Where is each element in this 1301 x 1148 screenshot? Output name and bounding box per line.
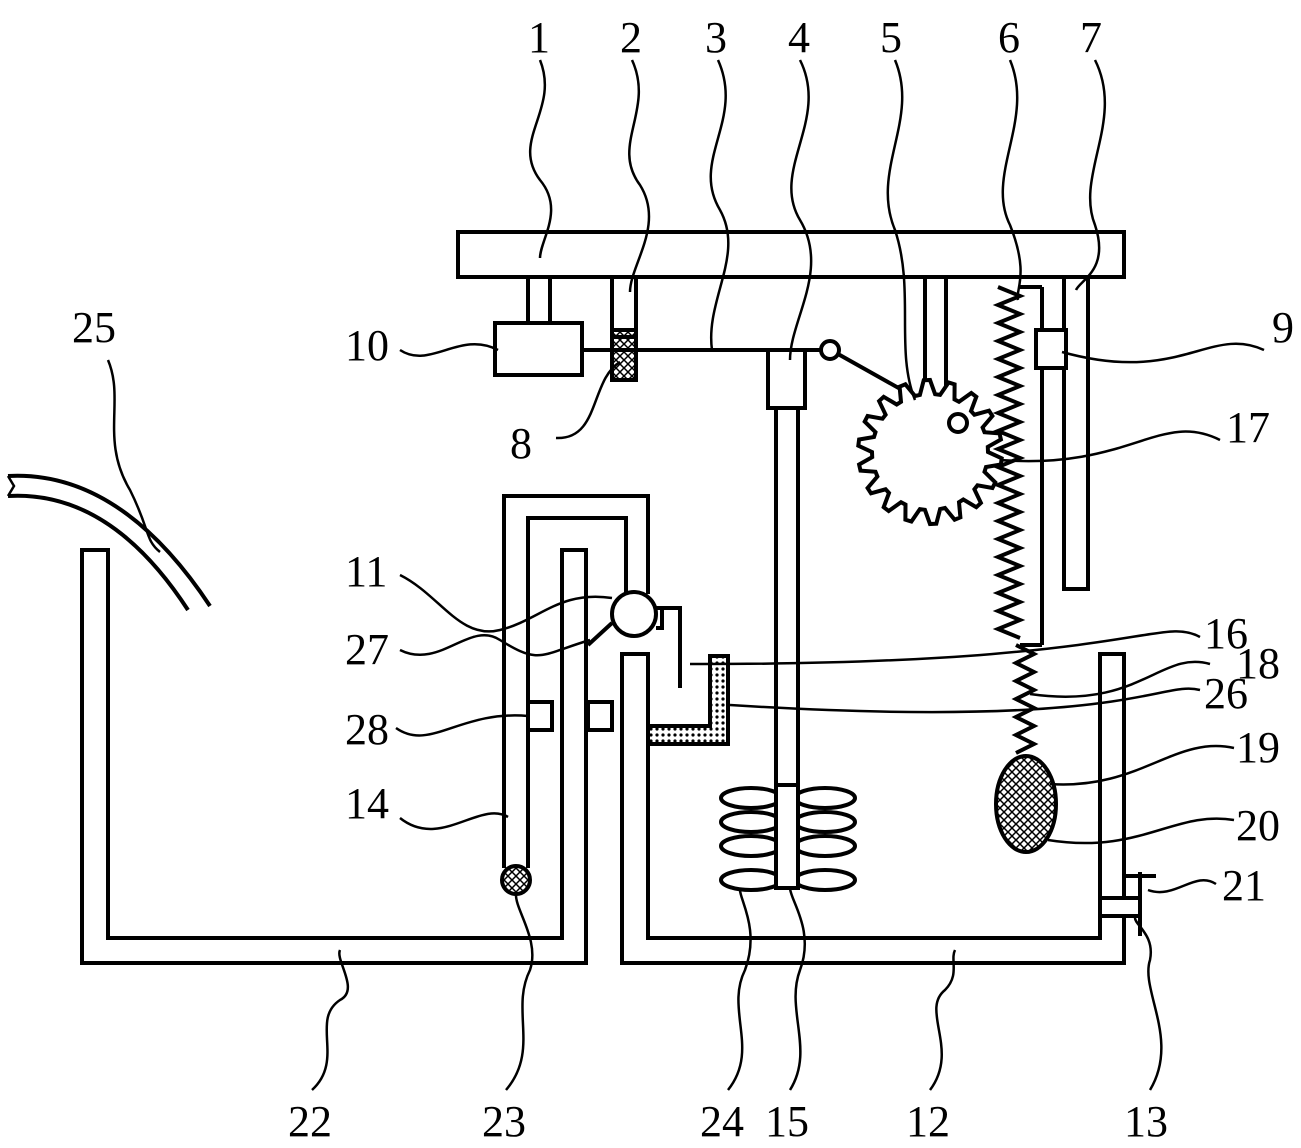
label-13: 13 bbox=[1124, 1097, 1168, 1143]
label-18: 18 bbox=[1236, 639, 1280, 688]
label-23: 23 bbox=[482, 1097, 526, 1143]
sensor-27 bbox=[586, 700, 614, 732]
top-frame bbox=[456, 230, 1126, 279]
label-9: 9 bbox=[1272, 303, 1294, 352]
label-11: 11 bbox=[345, 547, 387, 596]
spring-18 bbox=[1011, 643, 1039, 755]
slider-9 bbox=[1034, 328, 1068, 370]
pivot-joint bbox=[819, 339, 841, 361]
gear-bracket bbox=[923, 277, 948, 395]
part-labels: 1 2 3 4 5 6 7 10 8 9 17 25 11 16 27 26 2… bbox=[72, 13, 1294, 1146]
pump-support bbox=[586, 621, 614, 647]
stirring-blades bbox=[719, 783, 857, 892]
label-16: 16 bbox=[1204, 609, 1248, 658]
label-4: 4 bbox=[788, 13, 810, 62]
label-1: 1 bbox=[528, 13, 550, 62]
label-2: 2 bbox=[620, 13, 642, 62]
filter-26 bbox=[646, 654, 730, 746]
label-14: 14 bbox=[345, 779, 389, 828]
outlet-pipe-16 bbox=[656, 606, 682, 688]
label-7: 7 bbox=[1080, 13, 1102, 62]
label-24: 24 bbox=[700, 1097, 744, 1143]
label-25: 25 bbox=[72, 303, 116, 352]
feed-hose bbox=[6, 473, 212, 612]
label-28: 28 bbox=[345, 705, 389, 754]
right-tank bbox=[620, 652, 1126, 965]
drain-valve bbox=[1098, 872, 1156, 936]
pump-11 bbox=[610, 590, 658, 638]
label-8: 8 bbox=[510, 419, 532, 468]
siphon-pipe bbox=[502, 494, 650, 868]
label-3: 3 bbox=[705, 13, 727, 62]
label-27: 27 bbox=[345, 625, 389, 674]
label-20: 20 bbox=[1236, 801, 1280, 850]
inlet-ball bbox=[500, 864, 532, 896]
motor bbox=[493, 275, 584, 377]
label-21: 21 bbox=[1222, 861, 1266, 910]
label-19: 19 bbox=[1236, 723, 1280, 772]
label-26: 26 bbox=[1204, 669, 1248, 718]
left-tank bbox=[80, 548, 588, 965]
label-17: 17 bbox=[1226, 403, 1270, 452]
leader-lines bbox=[106, 59, 1265, 1091]
label-10: 10 bbox=[345, 321, 389, 370]
label-22: 22 bbox=[288, 1097, 332, 1143]
gear-5 bbox=[856, 377, 1004, 527]
label-5: 5 bbox=[880, 13, 902, 62]
cleaning-ball bbox=[994, 754, 1058, 854]
label-6: 6 bbox=[998, 13, 1020, 62]
bearing-8 bbox=[610, 328, 638, 382]
label-15: 15 bbox=[765, 1097, 809, 1143]
label-12: 12 bbox=[906, 1097, 950, 1143]
sensor-28 bbox=[526, 700, 554, 732]
guide-rail-7 bbox=[1062, 275, 1090, 591]
